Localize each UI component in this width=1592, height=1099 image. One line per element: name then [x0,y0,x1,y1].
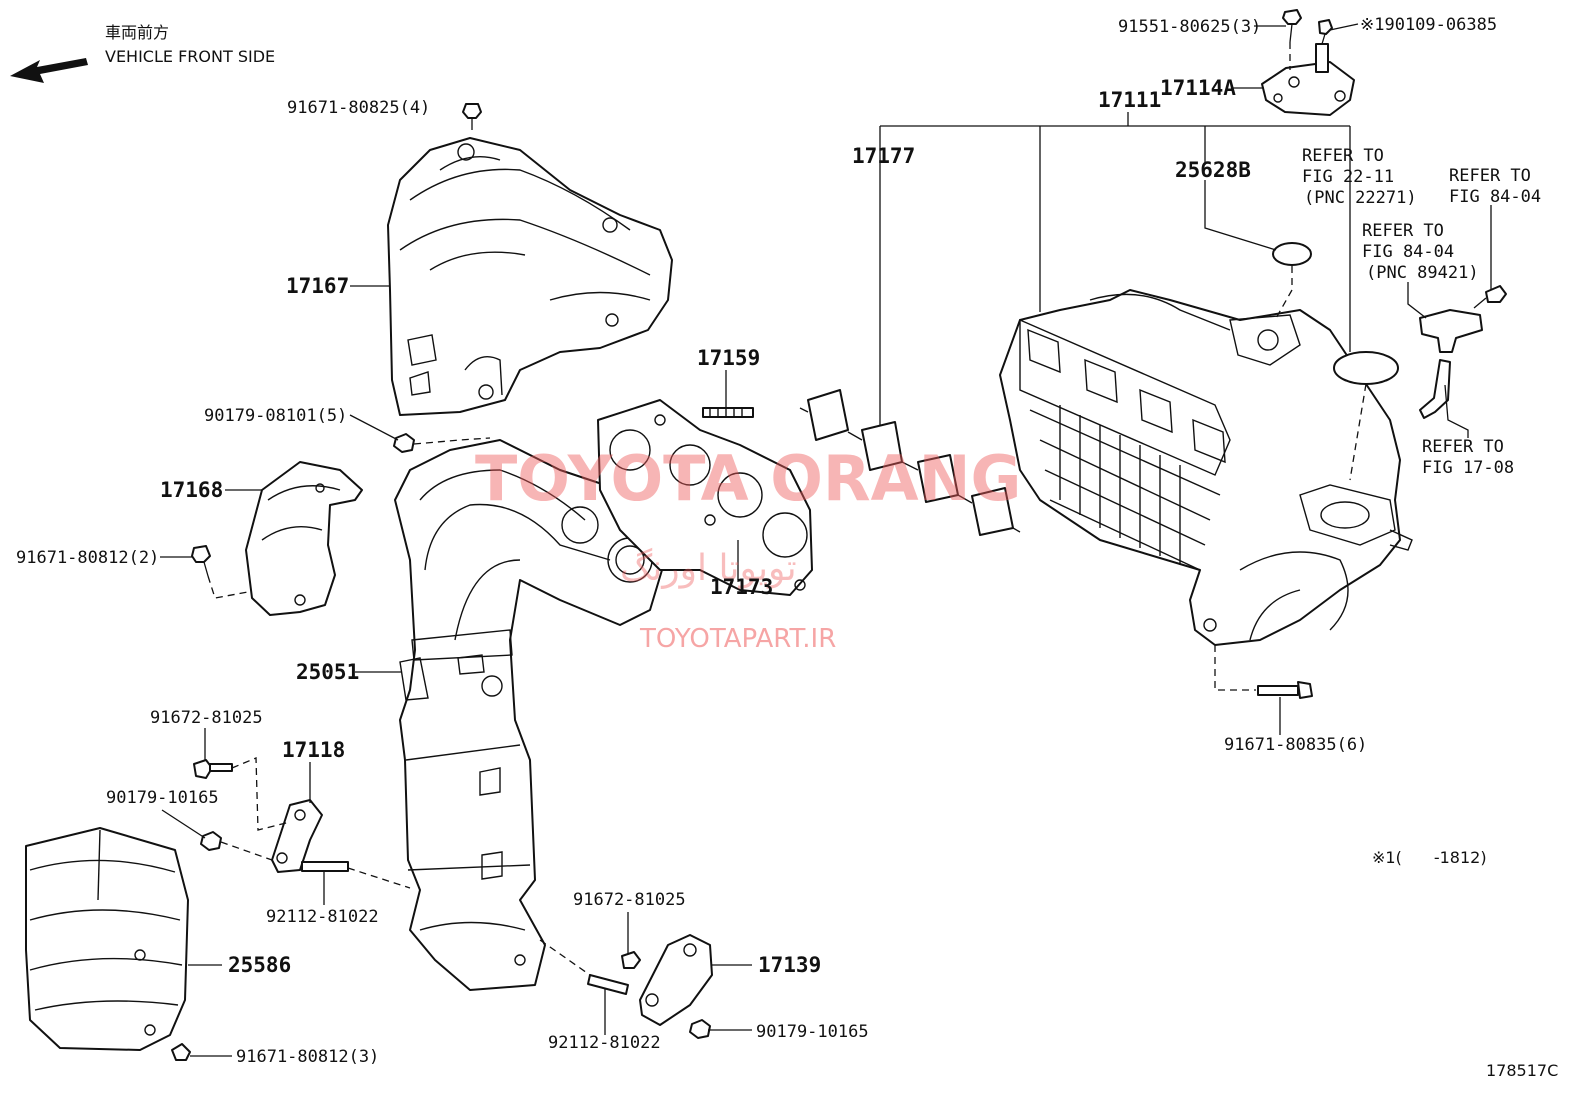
o-ring-25628B [1272,242,1312,266]
label-17111: 17111 [1098,88,1161,112]
stud-17159-icon [702,407,754,418]
bracket-17139 [639,934,713,1026]
svg-text:REFER TO: REFER TO [1449,166,1531,186]
callout-labels: 91671-80825(4) 17167 90179-08101(5) 1716… [16,15,1497,1067]
label-17114A: 17114A [1160,76,1236,100]
label-17139: 17139 [758,953,821,977]
svg-text:(PNC 22271): (PNC 22271) [1304,188,1417,208]
stud-92112-81022-a-icon [301,861,349,872]
nut-90179-10165-a-icon [200,831,222,851]
watermark-site: TOYOTAPART.IR [639,624,836,654]
front-arrow-icon [10,58,88,83]
label-91671-80812-3: 91671-80812(3) [236,1047,379,1067]
bolt-91672-81025-a-icon [193,759,233,779]
manifold-gasket [597,399,813,596]
sensor-bracket [1419,309,1483,419]
label-17118: 17118 [282,738,345,762]
label-25051: 25051 [296,660,359,684]
nut-90179-08101-icon [393,433,415,453]
label-91551-80625: 91551-80625(3) [1118,17,1261,37]
label-91672-81025-a: 91672-81025 [150,708,263,728]
refer-note-fig-84-04: REFER TO FIG 84-04 [1449,166,1541,207]
svg-text:REFER TO: REFER TO [1302,146,1384,166]
svg-text:FIG 17-08: FIG 17-08 [1422,458,1514,478]
label-91671-80825: 91671-80825(4) [287,98,430,118]
svg-text:FIG 22-11: FIG 22-11 [1302,167,1394,187]
direction-label-en: VEHICLE FRONT SIDE [105,47,275,66]
label-90179-10165-a: 90179-10165 [106,788,219,808]
label-92112-81022-b: 92112-81022 [548,1033,661,1053]
heat-insulator-side [245,461,363,616]
label-92112-81022-a: 92112-81022 [266,907,379,927]
refer-note-fig-17-08: REFER TO FIG 17-08 [1422,437,1514,478]
label-91671-80835: 91671-80835(6) [1224,735,1367,755]
bolt-91672-81025-b-icon [621,951,641,969]
stud-92112-81022-b-icon [587,974,629,995]
watermark-brand: TOYOTA ORANG [475,442,1021,515]
heat-insulator-upper [387,137,673,416]
serial-note: ※1( -1812) [1372,848,1487,867]
bolt-91551-80625-icon [1282,9,1302,43]
refer-note-fig-22-11: REFER TO FIG 22-11 (PNC 22271) [1302,146,1417,208]
label-17168: 17168 [160,478,223,502]
label-17159: 17159 [697,346,760,370]
svg-text:REFER TO: REFER TO [1422,437,1504,457]
diagram-id: 178517C [1486,1061,1558,1080]
bolt-sensor-icon [1473,285,1507,309]
intake-port-gaskets [799,389,1021,536]
intake-manifold [999,289,1413,646]
bolt-91671-80835-icon [1257,681,1313,699]
label-17173: 17173 [710,575,773,599]
cover-17114A [1261,43,1355,116]
direction-label-jp: 車両前方 [105,23,169,42]
svg-text:(PNC 89421): (PNC 89421) [1366,263,1479,283]
label-90179-08101: 90179-08101(5) [204,406,347,426]
label-25628B: 25628B [1175,158,1251,182]
bracket-17118 [271,799,323,873]
label-91672-81025-b: 91672-81025 [573,890,686,910]
nut-90179-10165-b-icon [689,1019,711,1039]
o-ring-large [1333,351,1399,385]
label-190109-06385: ※190109-06385 [1360,15,1497,35]
label-90179-10165-b: 90179-10165 [756,1022,869,1042]
label-17167: 17167 [286,274,349,298]
svg-text:FIG 84-04: FIG 84-04 [1449,187,1541,207]
heat-insulator-lower [25,827,189,1051]
svg-text:FIG 84-04: FIG 84-04 [1362,242,1454,262]
label-91671-80812-2: 91671-80812(2) [16,548,159,568]
bolt-91671-80812-icon [191,545,211,577]
watermark-persian: تویوتا اورنگ [620,547,797,589]
label-17177: 17177 [852,144,915,168]
bolt-91671-80812-b-icon [171,1043,191,1061]
svg-text:REFER TO: REFER TO [1362,221,1444,241]
exhaust-manifold-converter [394,439,666,991]
bolt-91671-80825-icon [462,103,482,130]
label-25586: 25586 [228,953,291,977]
leader-lines [160,23,1492,1057]
refer-note-fig-84-04-pnc: REFER TO FIG 84-04 (PNC 89421) [1362,221,1479,283]
vehicle-front-indicator: 車両前方 VEHICLE FRONT SIDE [10,23,275,83]
bolt-190109-06385-icon [1318,19,1333,45]
